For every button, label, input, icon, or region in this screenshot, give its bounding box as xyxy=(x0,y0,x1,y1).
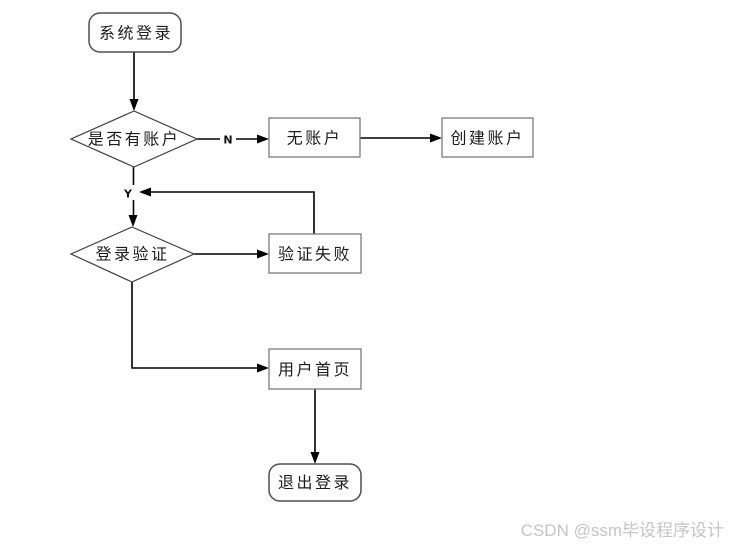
arrow-right-icon xyxy=(257,363,269,373)
node-user-home-label: 用户首页 xyxy=(278,360,352,379)
node-no-account-shape xyxy=(268,117,361,158)
node-start-label: 系统登录 xyxy=(99,24,173,43)
node-create-account-label: 创建账户 xyxy=(450,129,524,148)
node-logout: 退出登录 xyxy=(268,463,362,502)
arrow-right-icon xyxy=(257,134,269,144)
arrow-right-icon xyxy=(430,133,442,143)
edge-start-to-has-account xyxy=(129,52,139,111)
arrow-right-icon xyxy=(257,249,269,259)
edge-label-bg xyxy=(121,185,135,200)
arrow-down-icon xyxy=(128,215,138,227)
node-create-account-shape xyxy=(441,117,534,158)
connector-line xyxy=(131,282,257,369)
connector-line xyxy=(151,191,315,234)
node-user-home-shape xyxy=(268,348,362,390)
arrow-down-icon xyxy=(310,452,320,464)
edge-verify-failed-feedback xyxy=(139,187,315,234)
node-has-account: 是否有账户 xyxy=(69,110,199,168)
watermark: CSDN @ssm毕设程序设计 xyxy=(520,521,724,540)
node-no-account: 无账户 xyxy=(268,117,361,158)
edge-label-y: Y xyxy=(123,188,133,201)
edge-login-verify-to-verify-failed xyxy=(194,249,269,259)
edge-has-account-to-login-verify: Y xyxy=(121,167,138,227)
node-login-verify-label: 登录验证 xyxy=(95,245,169,264)
node-verify-failed-label: 验证失败 xyxy=(278,245,352,264)
arrow-down-icon xyxy=(129,99,139,111)
edge-label-n: N xyxy=(223,134,232,147)
arrow-left-icon xyxy=(139,187,151,197)
node-login-verify: 登录验证 xyxy=(69,226,196,283)
node-verify-failed-shape xyxy=(268,233,362,274)
node-has-account-shape xyxy=(69,110,199,168)
node-logout-shape xyxy=(268,463,362,502)
edge-label-bg xyxy=(220,131,236,146)
edge-login-verify-to-user-home xyxy=(131,282,269,373)
node-no-account-label: 无账户 xyxy=(287,129,343,148)
node-verify-failed: 验证失败 xyxy=(268,233,362,274)
node-logout-label: 退出登录 xyxy=(278,473,352,492)
node-user-home: 用户首页 xyxy=(268,348,362,390)
edge-no-account-to-create-account xyxy=(360,133,442,143)
edge-has-account-to-no-account: N xyxy=(197,131,269,147)
node-login-verify-shape xyxy=(69,226,196,283)
node-start: 系统登录 xyxy=(88,12,182,53)
edge-user-home-to-logout xyxy=(310,389,320,464)
node-create-account: 创建账户 xyxy=(441,117,534,158)
node-start-shape xyxy=(88,12,182,53)
node-has-account-label: 是否有账户 xyxy=(88,130,181,149)
